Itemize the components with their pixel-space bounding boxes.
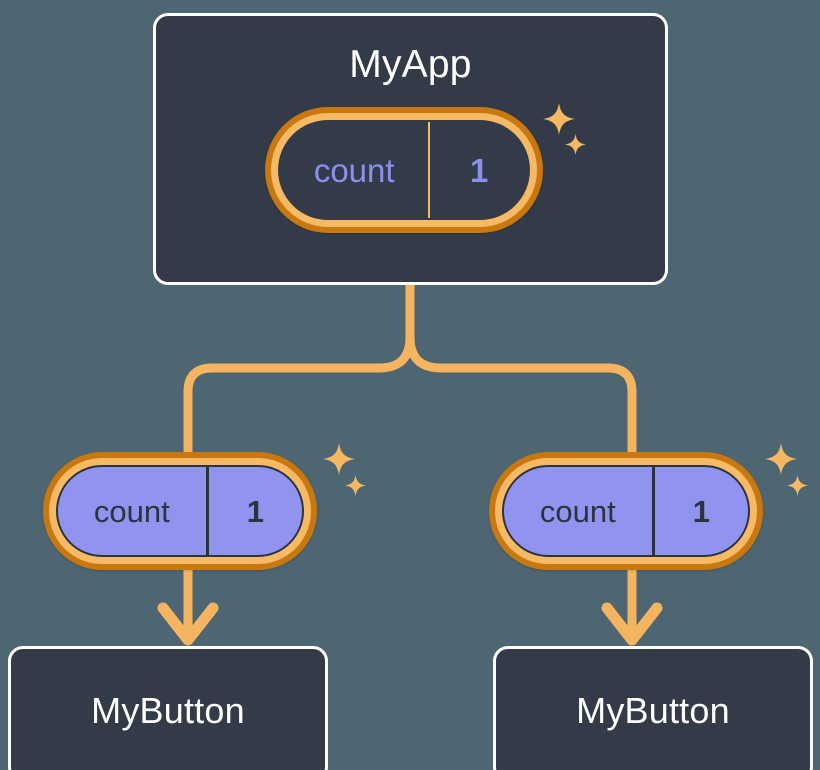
state-pill-child-right[interactable]: count 1: [489, 452, 763, 570]
pill-outer-ring: count 1: [265, 107, 543, 233]
mybutton-label: MyButton: [576, 690, 730, 731]
mybutton-card-right[interactable]: MyButton: [493, 646, 813, 770]
mybutton-label: MyButton: [91, 690, 245, 731]
pill-inner-ring: count 1: [271, 113, 537, 227]
mybutton-card-left[interactable]: MyButton: [8, 646, 328, 770]
sparkle-icon: [323, 443, 355, 475]
state-pill-myapp[interactable]: count 1: [265, 107, 543, 233]
pill-body: count 1: [502, 465, 750, 557]
pill-body: count 1: [56, 465, 304, 557]
pill-inner-ring: count 1: [49, 458, 311, 564]
sparkle-icon: [345, 475, 366, 496]
page-title: MyApp: [349, 43, 472, 86]
arrow-down-icon-right: [601, 565, 663, 646]
state-value-label: 1: [470, 151, 489, 189]
arrow-down-icon-left: [157, 565, 219, 646]
sparkle-icon: [787, 475, 808, 496]
state-key-label: count: [58, 467, 209, 555]
state-key-label: count: [280, 122, 431, 218]
sparkle-icon: [765, 443, 797, 475]
pill-body: count 1: [278, 120, 530, 220]
pill-inner-ring: count 1: [495, 458, 757, 564]
state-key-label: count: [504, 467, 655, 555]
state-value-label: 1: [692, 493, 710, 529]
pill-outer-ring: count 1: [489, 452, 763, 570]
pill-outer-ring: count 1: [43, 452, 317, 570]
state-pill-child-left[interactable]: count 1: [43, 452, 317, 570]
state-value-label: 1: [246, 493, 264, 529]
